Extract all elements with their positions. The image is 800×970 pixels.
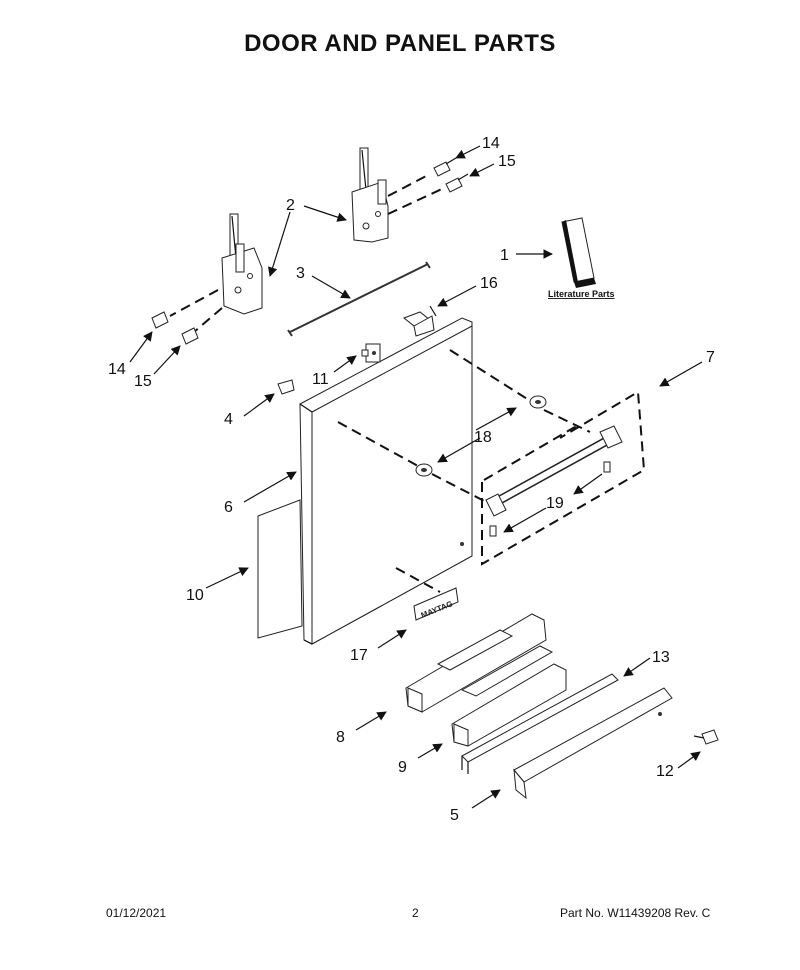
callout-19: 19 <box>546 495 564 512</box>
door-cable <box>287 261 431 337</box>
literature-book <box>561 217 596 288</box>
screw-15-left <box>181 327 199 345</box>
callout-8: 8 <box>336 729 345 746</box>
callout-16: 16 <box>480 275 498 292</box>
handle-standoff-upper <box>529 395 547 409</box>
door-handle <box>485 425 623 517</box>
set-screw-upper <box>603 461 611 473</box>
callout-13: 13 <box>652 649 670 666</box>
callout-14-left: 14 <box>108 361 126 378</box>
callout-7: 7 <box>706 349 715 366</box>
callout-arrows <box>129 145 703 809</box>
callout-15-top: 15 <box>498 153 516 170</box>
screw-15-top <box>445 173 469 193</box>
logo-badge: MAYTAG <box>413 587 459 621</box>
set-screw-lower <box>489 525 497 537</box>
callout-10: 10 <box>186 587 204 604</box>
screw-4 <box>277 379 295 395</box>
hinge-right <box>351 147 389 243</box>
page-title: DOOR AND PANEL PARTS <box>244 30 556 57</box>
screw-12 <box>693 729 719 745</box>
door-insulation <box>257 499 303 639</box>
callout-14-top: 14 <box>482 135 500 152</box>
hinge-left <box>221 213 263 315</box>
callout-9: 9 <box>398 759 407 776</box>
callout-12: 12 <box>656 763 674 780</box>
callout-3: 3 <box>296 265 305 282</box>
vent-bracket <box>403 305 437 337</box>
screw-14-left <box>151 311 169 329</box>
callout-1: 1 <box>500 247 509 264</box>
footer-part-number: Part No. W11439208 Rev. C <box>560 906 711 920</box>
callout-11: 11 <box>312 371 329 388</box>
toe-panel-9 <box>451 645 567 747</box>
kick-strip <box>461 673 619 774</box>
callout-18: 18 <box>474 429 492 446</box>
callout-5: 5 <box>450 807 459 824</box>
footer-page-number: 2 <box>412 906 419 920</box>
screw-14-top <box>433 157 457 177</box>
callout-2: 2 <box>286 197 295 214</box>
toe-bracket <box>513 687 673 800</box>
handle-standoff-lower <box>415 463 433 477</box>
latch <box>361 343 381 363</box>
callout-4: 4 <box>224 411 233 428</box>
toe-panel-8 <box>405 613 547 713</box>
door-panel <box>299 317 473 645</box>
callout-6: 6 <box>224 499 233 516</box>
literature-parts-label: Literature Parts <box>548 289 615 299</box>
footer-date: 01/12/2021 <box>106 906 167 920</box>
callout-15-left: 15 <box>134 373 152 390</box>
callout-17: 17 <box>350 647 368 664</box>
